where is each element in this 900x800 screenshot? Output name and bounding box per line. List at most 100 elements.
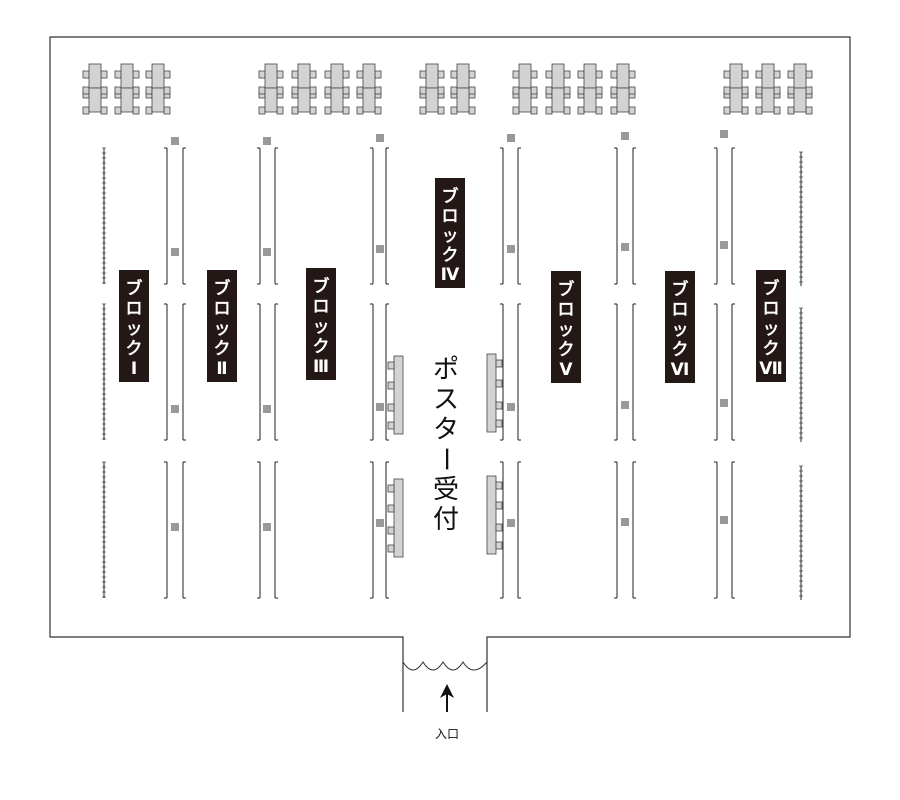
poster-panel (370, 461, 374, 599)
poster-panel (370, 147, 374, 285)
block-label-char: ブ (214, 278, 231, 299)
poster-panel (614, 147, 618, 285)
poster-panel (182, 147, 186, 285)
poster-panel (274, 147, 278, 285)
square-marker-icon (263, 248, 271, 256)
poster-panel (182, 303, 186, 441)
square-marker-icon (507, 519, 515, 527)
poster-reception-char: 受 (433, 475, 459, 505)
poster-reception-char: ス (433, 385, 459, 415)
square-marker-icon (376, 245, 384, 253)
block-label-char: ブ (558, 279, 575, 300)
poster-reception-char: ポ (433, 355, 459, 385)
block-label-char: Ⅳ (441, 265, 460, 285)
block-label-char: ブ (126, 278, 143, 299)
poster-panel (164, 303, 168, 441)
table-unit (723, 63, 749, 115)
poster-panel (714, 147, 718, 285)
table-clusters (82, 63, 813, 115)
poster-panel (714, 303, 718, 441)
square-marker-icon (720, 241, 728, 249)
table-unit (545, 63, 571, 115)
poster-panel (614, 303, 618, 441)
poster-panel (274, 461, 278, 599)
table-unit (291, 63, 317, 115)
poster-panel (102, 461, 106, 598)
poster-panel (632, 461, 636, 599)
poster-panel (257, 303, 261, 441)
square-marker-icon (507, 403, 515, 411)
poster-panel (164, 461, 168, 599)
side-table (486, 353, 503, 433)
table-unit (82, 63, 108, 115)
block-label-char: Ⅲ (313, 357, 329, 377)
square-marker-icon (621, 518, 629, 526)
outer-walls (49, 36, 851, 650)
entrance: 入口 (402, 650, 488, 741)
square-marker-icon (171, 137, 179, 145)
venue-wall (49, 36, 851, 650)
poster-panel (799, 307, 803, 442)
block-label-char: ッ (442, 226, 459, 246)
square-marker-icon (171, 523, 179, 531)
poster-panel (799, 465, 803, 600)
poster-panel (257, 461, 261, 599)
entrance-label: 入口 (435, 727, 459, 741)
block-label-char: Ⅶ (759, 359, 783, 379)
square-marker-icon (263, 137, 271, 145)
poster-panel (274, 303, 278, 441)
square-marker-icon (171, 248, 179, 256)
arrow-up-icon (440, 684, 454, 712)
poster-panel (102, 147, 106, 284)
square-marker-icon (621, 401, 629, 409)
block-label-char: ロ (214, 299, 231, 319)
block-label-char: ク (442, 246, 459, 266)
square-marker-icon (263, 405, 271, 413)
poster-reception-char: 付 (433, 505, 459, 535)
table-unit (577, 63, 603, 115)
side-table (486, 475, 503, 555)
table-unit (610, 63, 636, 115)
block-label-char: ロ (672, 300, 689, 320)
block-label-char: ロ (763, 299, 780, 319)
poster-reception-char: ー (430, 446, 460, 472)
poster-panel (370, 303, 374, 441)
block-label-char: Ⅱ (216, 359, 227, 379)
square-marker-icon (720, 399, 728, 407)
table-unit (114, 63, 140, 115)
block-label-char: ク (558, 340, 575, 360)
block-label-char: ク (672, 340, 689, 360)
poster-panel (731, 461, 735, 599)
block-label-char: ク (763, 339, 780, 359)
square-marker-icon (507, 245, 515, 253)
poster-panel (385, 461, 389, 599)
square-marker-icon (376, 519, 384, 527)
table-unit (450, 63, 476, 115)
poster-panel (500, 461, 504, 599)
block-label-char: ブ (313, 276, 330, 297)
table-unit (512, 63, 538, 115)
square-marker-icon (263, 523, 271, 531)
block-label-char: ッ (558, 320, 575, 340)
curtain-icon (402, 661, 488, 671)
poster-panel (257, 147, 261, 285)
poster-panel (164, 147, 168, 285)
table-unit (258, 63, 284, 115)
block-label-char: ッ (313, 317, 330, 337)
block-label-char: ブ (763, 278, 780, 299)
block-label-char: ク (214, 339, 231, 359)
block-label-char: ッ (214, 319, 231, 339)
poster-reception-label: ポ ス タ ー 受 付 (430, 355, 460, 535)
block-label-char: ッ (763, 319, 780, 339)
poster-panels (102, 147, 803, 600)
poster-panel (517, 147, 521, 285)
block-label-char: ロ (313, 297, 330, 317)
poster-panel (731, 147, 735, 285)
poster-panel (500, 303, 504, 441)
square-marker-icon (376, 403, 384, 411)
